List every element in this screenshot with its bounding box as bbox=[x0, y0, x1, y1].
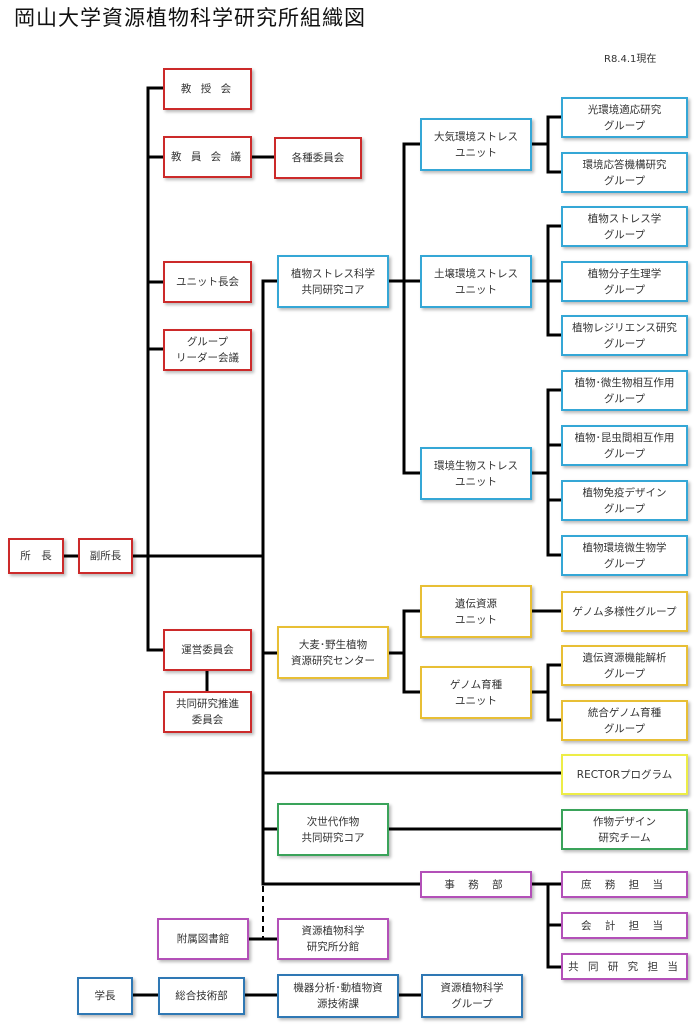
group-box[interactable]: 環境応答機構研究 グループ bbox=[561, 152, 688, 193]
technical-department-box[interactable]: 総合技術部 bbox=[158, 977, 245, 1015]
unit-box[interactable]: 環境生物ストレス ユニット bbox=[420, 447, 532, 500]
group-box[interactable]: 遺伝資源機能解析 グループ bbox=[561, 645, 688, 686]
group-box[interactable]: 光環境適応研究 グループ bbox=[561, 97, 688, 138]
unit-box[interactable]: 大気環境ストレス ユニット bbox=[420, 118, 532, 171]
group-box[interactable]: 植物レジリエンス研究 グループ bbox=[561, 315, 688, 356]
technical-division-box[interactable]: 機器分析･動植物資 源技術課 bbox=[277, 974, 399, 1018]
president-box[interactable]: 学長 bbox=[77, 977, 133, 1015]
barley-center-box[interactable]: 大麦･野生植物 資源研究センター bbox=[277, 626, 389, 679]
office-section-box[interactable]: 共 同 研 究 担 当 bbox=[561, 953, 688, 980]
unit-box[interactable]: 遺伝資源 ユニット bbox=[420, 585, 532, 638]
office-section-box[interactable]: 庶 務 担 当 bbox=[561, 871, 688, 898]
faculty-council-box[interactable]: 教 授 会 bbox=[163, 68, 252, 110]
office-box[interactable]: 事 務 部 bbox=[420, 871, 532, 898]
faculty-meeting-box[interactable]: 教 員 会 議 bbox=[163, 136, 252, 178]
as-of-date: R8.4.1現在 bbox=[604, 54, 657, 65]
page-title: 岡山大学資源植物科学研究所組織図 bbox=[14, 6, 366, 30]
crop-design-team-box[interactable]: 作物デザイン 研究チーム bbox=[561, 809, 688, 850]
library-box[interactable]: 附属図書館 bbox=[157, 918, 249, 960]
committees-box[interactable]: 各種委員会 bbox=[274, 137, 362, 179]
office-section-box[interactable]: 会 計 担 当 bbox=[561, 912, 688, 939]
group-box[interactable]: 植物環境微生物学 グループ bbox=[561, 535, 688, 576]
group-box[interactable]: 植物･昆虫間相互作用 グループ bbox=[561, 425, 688, 466]
unit-box[interactable]: 土壌環境ストレス ユニット bbox=[420, 255, 532, 308]
group-box[interactable]: 植物･微生物相互作用 グループ bbox=[561, 370, 688, 411]
group-box[interactable]: 植物分子生理学 グループ bbox=[561, 261, 688, 302]
joint-research-committee-box[interactable]: 共同研究推進 委員会 bbox=[163, 691, 252, 733]
technical-group-box[interactable]: 資源植物科学 グループ bbox=[421, 974, 523, 1018]
rector-program-box[interactable]: RECTORプログラム bbox=[561, 754, 688, 795]
unit-box[interactable]: ゲノム育種 ユニット bbox=[420, 666, 532, 719]
steering-committee-box[interactable]: 運営委員会 bbox=[163, 629, 252, 671]
group-box[interactable]: 統合ゲノム育種 グループ bbox=[561, 700, 688, 741]
group-box[interactable]: 植物ストレス学 グループ bbox=[561, 206, 688, 247]
group-leaders-meeting-box[interactable]: グループ リーダー会議 bbox=[163, 329, 252, 371]
plant-stress-core-box[interactable]: 植物ストレス科学 共同研究コア bbox=[277, 255, 389, 308]
director-box[interactable]: 所 長 bbox=[8, 538, 64, 574]
library-branch-box[interactable]: 資源植物科学 研究所分館 bbox=[277, 918, 389, 960]
vice-director-box[interactable]: 副所長 bbox=[78, 538, 133, 574]
unit-heads-meeting-box[interactable]: ユニット長会 bbox=[163, 261, 252, 303]
group-box[interactable]: 植物免疫デザイン グループ bbox=[561, 480, 688, 521]
group-box[interactable]: ゲノム多様性グループ bbox=[561, 591, 688, 632]
next-gen-crop-core-box[interactable]: 次世代作物 共同研究コア bbox=[277, 803, 389, 856]
